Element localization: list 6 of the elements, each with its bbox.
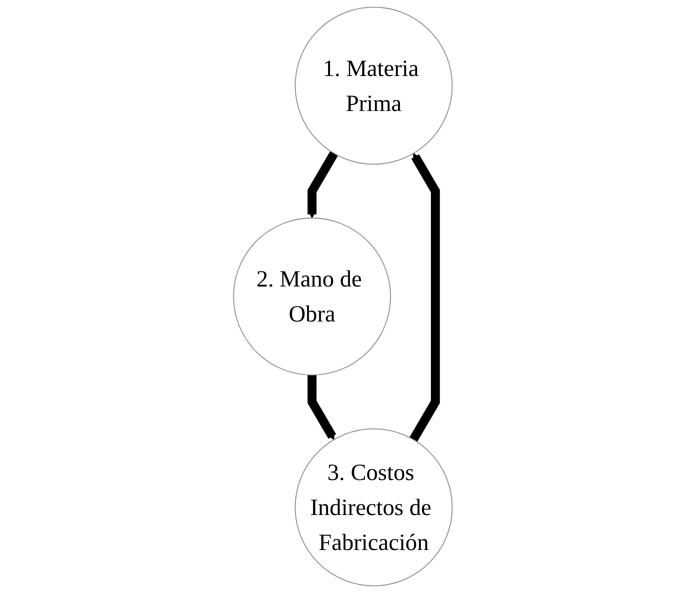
node-circle: 3. Costos Indirectos de Fabricación — [294, 428, 453, 586]
node-circle: 2. Mano de Obra — [233, 218, 392, 376]
arrow — [410, 153, 440, 442]
arrow — [308, 151, 338, 218]
arrow — [308, 375, 336, 440]
node-circle: 1. Materia Prima — [294, 6, 453, 165]
